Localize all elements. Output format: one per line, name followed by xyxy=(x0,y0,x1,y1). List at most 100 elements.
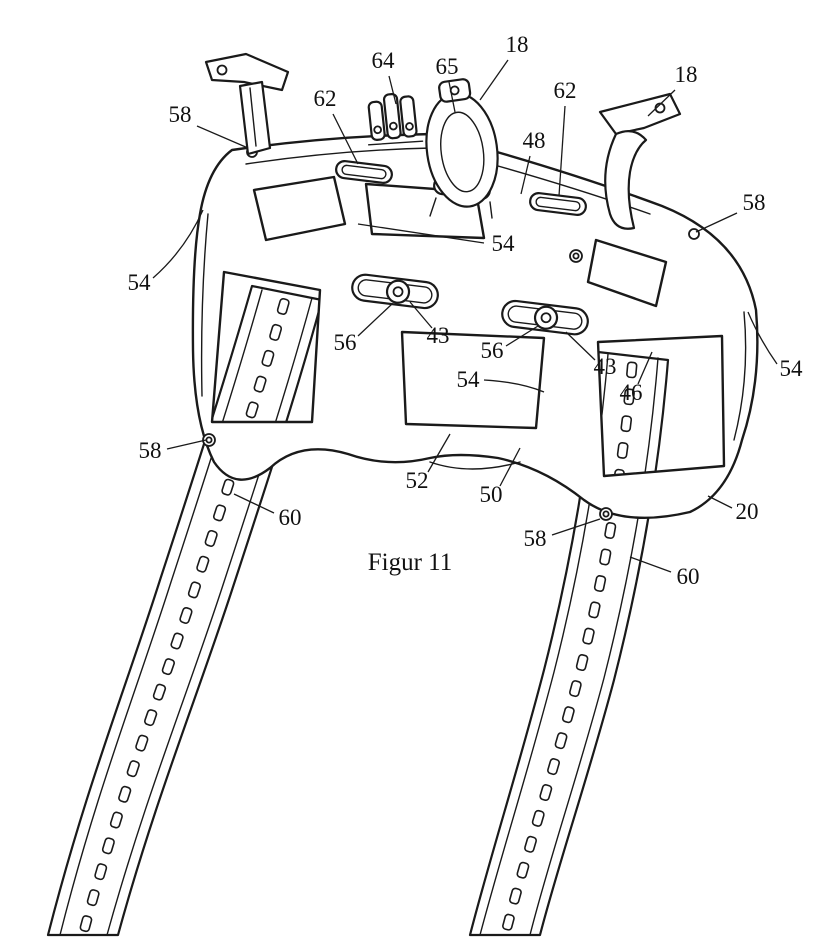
ref-label-54-mid: 54 xyxy=(457,367,481,392)
strap-hole xyxy=(152,683,167,701)
mount-bracket-body xyxy=(191,132,759,520)
strap-hole xyxy=(221,478,235,496)
fin-hole xyxy=(405,122,414,131)
strap-hole xyxy=(109,811,123,829)
ref-label-62-right: 62 xyxy=(554,78,577,103)
strap-hole xyxy=(144,709,158,727)
ring-stem xyxy=(429,197,437,217)
ref-label-54-right: 54 xyxy=(780,356,804,381)
clamp-lever xyxy=(598,92,682,136)
strap-hole xyxy=(547,758,560,776)
strap-hole xyxy=(582,627,595,645)
strap-hole xyxy=(94,863,108,881)
strap-hole xyxy=(539,784,553,802)
ref-label-64: 64 xyxy=(372,48,396,73)
strap-hole xyxy=(86,889,100,907)
strap-hole xyxy=(187,581,202,599)
leader-58-bottom xyxy=(551,518,601,536)
ref-label-56-left: 56 xyxy=(334,330,357,355)
fin xyxy=(399,95,418,138)
strap-hole xyxy=(531,809,545,827)
slot-62-left xyxy=(335,160,393,184)
leader-43-right xyxy=(565,331,596,361)
leader-46 xyxy=(637,351,653,385)
leader-18-top xyxy=(479,59,509,101)
leader-60-right xyxy=(629,556,672,573)
leader-56-right xyxy=(505,325,539,347)
leader-64 xyxy=(388,75,397,105)
ring-inner xyxy=(440,111,485,193)
ref-label-62-left: 62 xyxy=(314,86,337,111)
leader-54-mid xyxy=(483,379,545,393)
clamp-post xyxy=(238,80,272,156)
strap-hole xyxy=(599,548,612,566)
ref-label-20: 20 xyxy=(736,499,759,524)
screw-assembly-left xyxy=(351,273,439,310)
strap-hole xyxy=(604,522,617,539)
strap-hole xyxy=(212,504,227,522)
left-strap xyxy=(46,284,324,937)
ref-label-58-bottom: 58 xyxy=(524,526,547,551)
leader-43-left xyxy=(409,301,433,329)
strap-hole xyxy=(276,297,290,315)
fin-hole xyxy=(373,125,382,135)
strap-hole xyxy=(554,732,568,750)
strap-hole xyxy=(588,601,601,619)
slot-inner xyxy=(535,196,581,212)
fin-hole xyxy=(389,121,398,131)
ref-label-65: 65 xyxy=(436,54,459,79)
leader-54-center xyxy=(357,223,485,244)
rivet xyxy=(602,510,610,518)
leader-58-top-right xyxy=(695,212,738,233)
slot-inner xyxy=(341,164,387,180)
screw-center xyxy=(540,312,552,324)
ref-label-54-center: 54 xyxy=(492,231,516,256)
accessory-mount-fins xyxy=(367,93,424,146)
strap-hole xyxy=(79,915,93,933)
leader-65 xyxy=(448,81,456,113)
leader-62-right xyxy=(558,105,566,197)
bracket-bottom-contour xyxy=(429,461,521,470)
strap-hole xyxy=(253,375,267,393)
left-strap-inner-edge xyxy=(59,289,263,936)
rivet xyxy=(688,228,700,240)
strap-hole xyxy=(179,606,193,624)
ref-label-50: 50 xyxy=(480,482,503,507)
fin xyxy=(367,100,386,142)
strap-hole xyxy=(623,388,635,406)
strap-hole xyxy=(626,361,638,379)
ref-label-52: 52 xyxy=(406,468,429,493)
strap-hole xyxy=(126,760,140,778)
left-strap-inner-edge xyxy=(106,297,313,936)
leader-54-left xyxy=(152,209,204,279)
strap-hole xyxy=(502,913,515,931)
ref-label-60-left: 60 xyxy=(279,505,302,530)
strap-hole xyxy=(161,658,175,676)
leader-62-left xyxy=(332,113,359,165)
ref-label-18-right: 18 xyxy=(675,62,698,87)
ref-label-46: 46 xyxy=(620,380,643,405)
screw-center xyxy=(392,286,404,298)
strap-hole xyxy=(245,401,259,419)
strap-hole xyxy=(135,734,149,752)
strap-hole xyxy=(569,680,582,698)
strap-hole xyxy=(620,415,633,433)
ref-label-43-right: 43 xyxy=(594,354,617,379)
ref-label-58-top-right: 58 xyxy=(743,190,766,215)
ref-label-58-left: 58 xyxy=(139,438,162,463)
right-strap-inner-edge xyxy=(529,357,659,936)
ref-label-48: 48 xyxy=(523,128,546,153)
strap-hole xyxy=(561,706,575,724)
strap-hole xyxy=(269,323,283,341)
clamp-post-line xyxy=(249,87,257,147)
strap-hole xyxy=(118,785,132,803)
left-clamp xyxy=(204,52,290,156)
clamp-hook xyxy=(604,129,648,230)
leader-50 xyxy=(499,447,521,487)
screw-assembly-right xyxy=(501,299,589,336)
strap-hole xyxy=(204,529,218,547)
ref-label-54-left: 54 xyxy=(128,270,152,295)
strap-hole xyxy=(101,837,115,855)
bracket-right-contour xyxy=(733,311,747,441)
